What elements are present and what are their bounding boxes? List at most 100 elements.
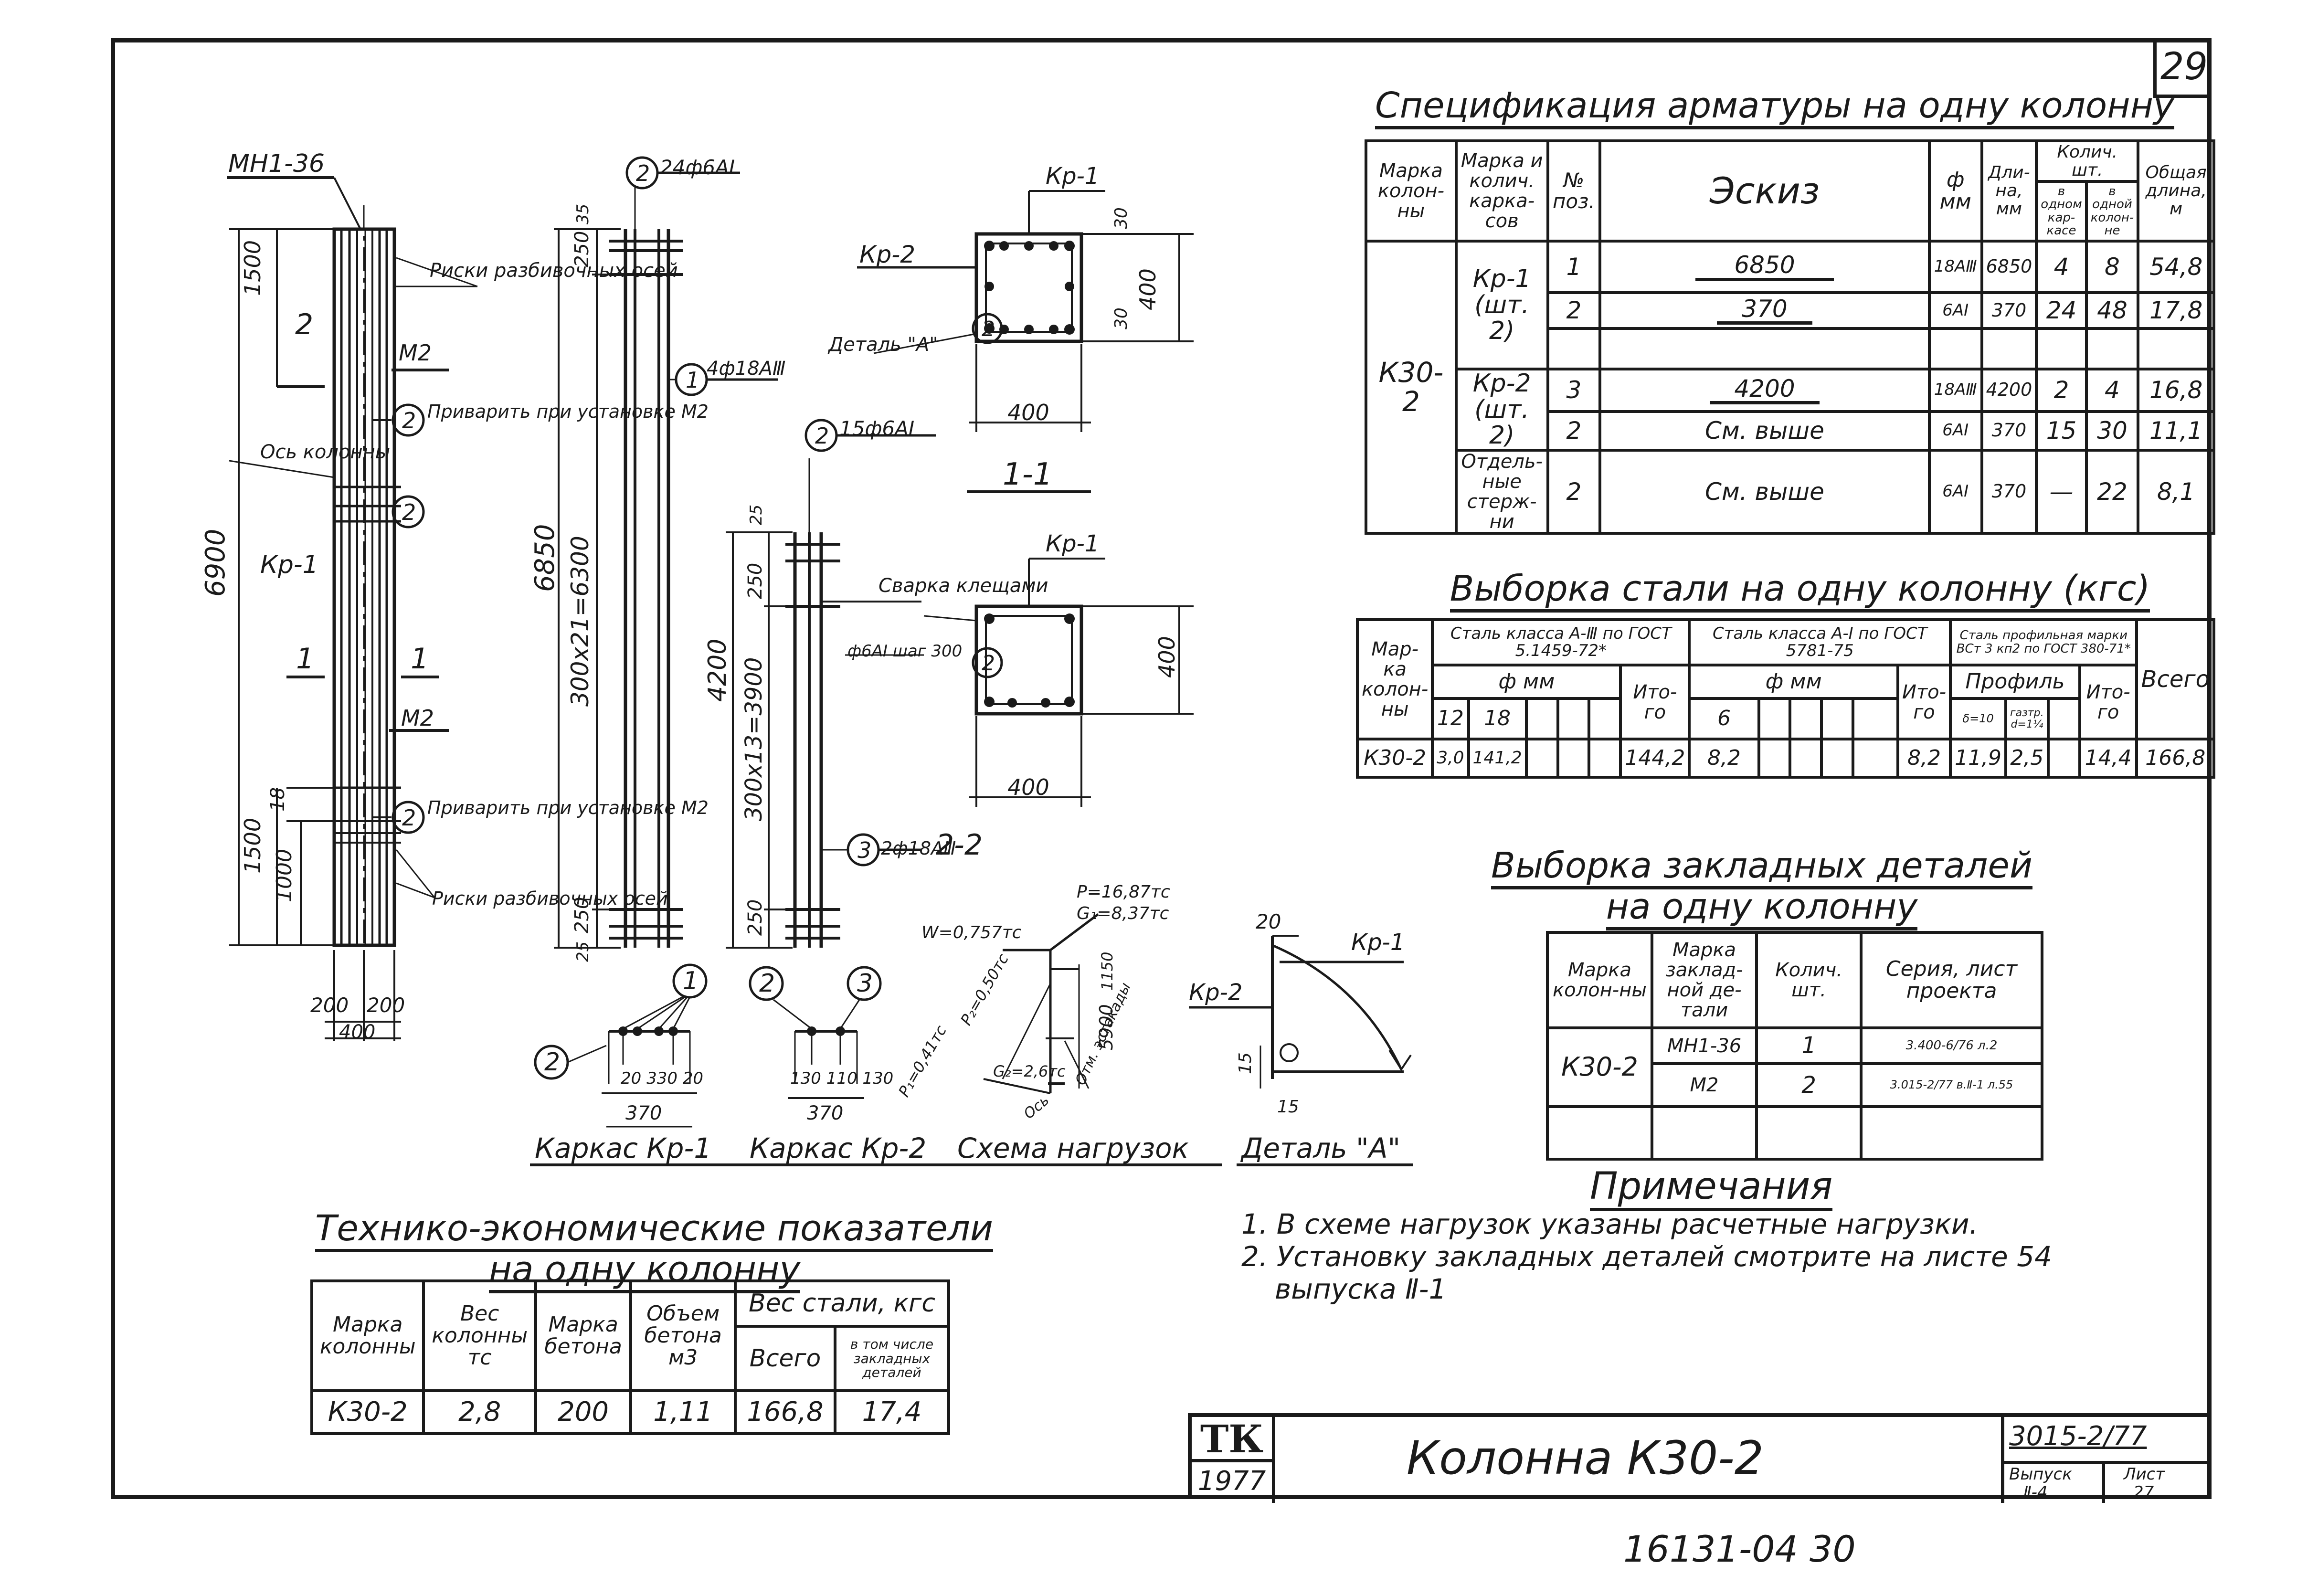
spec-table: Марка колон-ны Марка и колич. карка-сов …	[1365, 139, 2215, 535]
spec-title: Спецификация арматуры на одну колонну	[1375, 85, 2174, 129]
svg-text:18: 18	[267, 787, 289, 812]
spec-row: К30-2 Кр-1 (шт. 2) 1 6850 18AⅢ 6850 4 8 …	[1365, 240, 2215, 535]
steel-h-mark: Мар-ка колон-ны	[1355, 618, 1434, 740]
svg-text:G₁=8,37тс: G₁=8,37тс	[1077, 904, 1169, 923]
spec-h-mark: Марка колон-ны	[1365, 139, 1458, 243]
svg-text:Риски разбивочных осей: Риски разбивочных осей	[430, 260, 678, 282]
svg-text:Кр-1: Кр-1	[1046, 530, 1099, 557]
svg-text:15: 15	[1277, 1097, 1299, 1117]
steel-h-a1: Сталь класса A-Ⅰ по ГОСТ 5781-75	[1688, 618, 1952, 666]
svg-text:P₂=0,50тс: P₂=0,50тс	[957, 951, 1012, 1028]
fig-title-load: Схема нагрузок	[957, 1132, 1189, 1164]
spec-row: Отдель-ные стерж-ни 2 См. выше 6AⅠ 370 —…	[1366, 448, 2215, 535]
svg-text:1500: 1500	[240, 818, 265, 874]
spec-h-sketch: Эскиз	[1598, 139, 1931, 243]
svg-text:Кр-2: Кр-2	[859, 241, 915, 268]
svg-text:2: 2	[815, 423, 829, 449]
svg-text:Ось: Ось	[1021, 1092, 1053, 1122]
spec-row: 2 См. выше 6AⅠ 370 15 30 11,1	[1366, 410, 2215, 452]
fig-title-kr2: Каркас Кр-2	[750, 1132, 926, 1164]
svg-text:400: 400	[1135, 268, 1161, 310]
svg-text:4200: 4200	[703, 639, 732, 702]
svg-text:3: 3	[857, 837, 871, 863]
svg-text:400: 400	[1007, 774, 1049, 800]
spec-h-qty: Колич. шт.	[2035, 139, 2140, 183]
svg-text:2: 2	[295, 308, 313, 341]
svg-text:Кр-1: Кр-1	[1351, 929, 1405, 956]
svg-text:1500: 1500	[240, 240, 265, 296]
embed-row: К30-2 МН1-36 1 3.400-6/76 л.2	[1546, 1026, 2043, 1108]
spec-h-frame: Марка и колич. карка-сов	[1454, 139, 1549, 243]
fig-title-detail: Деталь "А"	[1240, 1132, 1400, 1164]
steel-h-prof: Сталь профильная марки ВСт 3 кп2 по ГОСТ…	[1949, 618, 2138, 666]
svg-text:20 330 20: 20 330 20	[621, 1069, 703, 1088]
svg-text:Приварить при установке М2: Приварить при установке М2	[427, 797, 709, 818]
svg-text:W=0,757тс: W=0,757тс	[921, 923, 1022, 942]
spec-h-qty-frame: в одном кар-касе	[2035, 180, 2088, 243]
svg-text:2: 2	[402, 805, 416, 831]
detail-a	[1189, 935, 1412, 1089]
svg-text:3: 3	[857, 969, 873, 998]
svg-text:G₂=2,6тс: G₂=2,6тс	[993, 1062, 1066, 1080]
svg-text:Риски разбивочных осей: Риски разбивочных осей	[432, 888, 668, 909]
svg-text:35: 35	[573, 204, 593, 224]
section-2-2-title: 2-2	[936, 828, 983, 862]
svg-text:300x21=6300: 300x21=6300	[566, 536, 594, 707]
notes-text: 1. В схеме нагрузок указаны расчетные на…	[1241, 1208, 2052, 1305]
svg-text:20: 20	[1256, 910, 1281, 933]
svg-text:Кр-1: Кр-1	[260, 550, 318, 579]
svg-text:P₁=0,41тс: P₁=0,41тс	[895, 1022, 950, 1100]
spec-h-qty-col: в одной колон-не	[2085, 180, 2140, 243]
svg-text:М2: М2	[401, 705, 434, 731]
stamp-year-box: 1977	[1192, 1462, 1275, 1503]
bottom-sheet-number: 16131-04 30	[1623, 1528, 1856, 1570]
cage-kr2-cross	[749, 966, 882, 1099]
embed-row: М2 2 3.015-2/77 в.Ⅱ-1 л.55	[1547, 1062, 2043, 1108]
svg-text:400: 400	[339, 1021, 375, 1043]
svg-text:Отм. эстакады: Отм. эстакады	[1072, 980, 1134, 1088]
load-scheme	[983, 913, 1099, 1094]
section-1-1	[857, 190, 1194, 493]
svg-text:2ф18AⅢ: 2ф18AⅢ	[881, 838, 956, 859]
svg-text:130 110 130: 130 110 130	[790, 1069, 893, 1088]
cage-kr1-cross	[534, 963, 708, 1128]
svg-text:2: 2	[544, 1048, 560, 1077]
stamp-title: Колонна К30-2	[1407, 1431, 1764, 1485]
svg-text:2: 2	[636, 160, 650, 186]
svg-text:2: 2	[982, 651, 995, 676]
spec-h-pos: № поз.	[1546, 139, 1602, 243]
svg-text:25: 25	[573, 941, 593, 962]
svg-text:Кр-2: Кр-2	[1189, 979, 1242, 1006]
tech-table: Марка колонны Вес колонны тс Марка бетон…	[310, 1279, 951, 1435]
svg-text:250: 250	[571, 897, 593, 933]
cage-kr2-elevation	[726, 419, 936, 949]
spec-h-total: Общая длина, м	[2137, 139, 2215, 243]
svg-text:25: 25	[747, 505, 766, 525]
cage-kr1-elevation	[554, 156, 778, 949]
svg-text:200: 200	[310, 994, 349, 1017]
svg-text:24ф6AⅠ: 24ф6AⅠ	[660, 156, 735, 179]
svg-text:30: 30	[1111, 307, 1131, 329]
svg-text:5900: 5900	[1096, 1004, 1117, 1050]
svg-text:200: 200	[367, 994, 405, 1017]
steel-h-vsego: Всего	[2135, 618, 2215, 740]
svg-text:Деталь "А": Деталь "А"	[827, 334, 938, 356]
stamp-year: 1977	[1197, 1466, 1266, 1497]
svg-text:P=16,87тс: P=16,87тс	[1077, 882, 1170, 902]
steel-row: К30-2 3,0 141,2 144,2 8,2 8,2 11,9 2,5 1…	[1355, 738, 2215, 779]
svg-text:1: 1	[683, 967, 699, 995]
svg-text:Приварить при установке М2: Приварить при установке М2	[427, 401, 709, 422]
section-1-1-title: 1-1	[1003, 457, 1053, 492]
section-2-2	[923, 558, 1194, 807]
svg-text:250: 250	[744, 563, 766, 599]
column-elevation	[227, 176, 478, 1041]
stamp-logo: ТК	[1200, 1416, 1264, 1461]
title-stamp: ТК 1977 Колонна К30-2 3015-2/77 Выпуск Ⅱ…	[1188, 1413, 2212, 1503]
corner-sheet-number: 29	[2160, 45, 2208, 88]
svg-text:ф6AⅠ шаг 300: ф6AⅠ шаг 300	[847, 642, 962, 661]
svg-text:6850: 6850	[529, 524, 561, 592]
svg-text:1: 1	[296, 642, 314, 676]
steel-h-a3: Сталь класса A-Ⅲ по ГОСТ 5.1459-72*	[1431, 618, 1691, 666]
svg-text:1150: 1150	[1098, 952, 1116, 991]
